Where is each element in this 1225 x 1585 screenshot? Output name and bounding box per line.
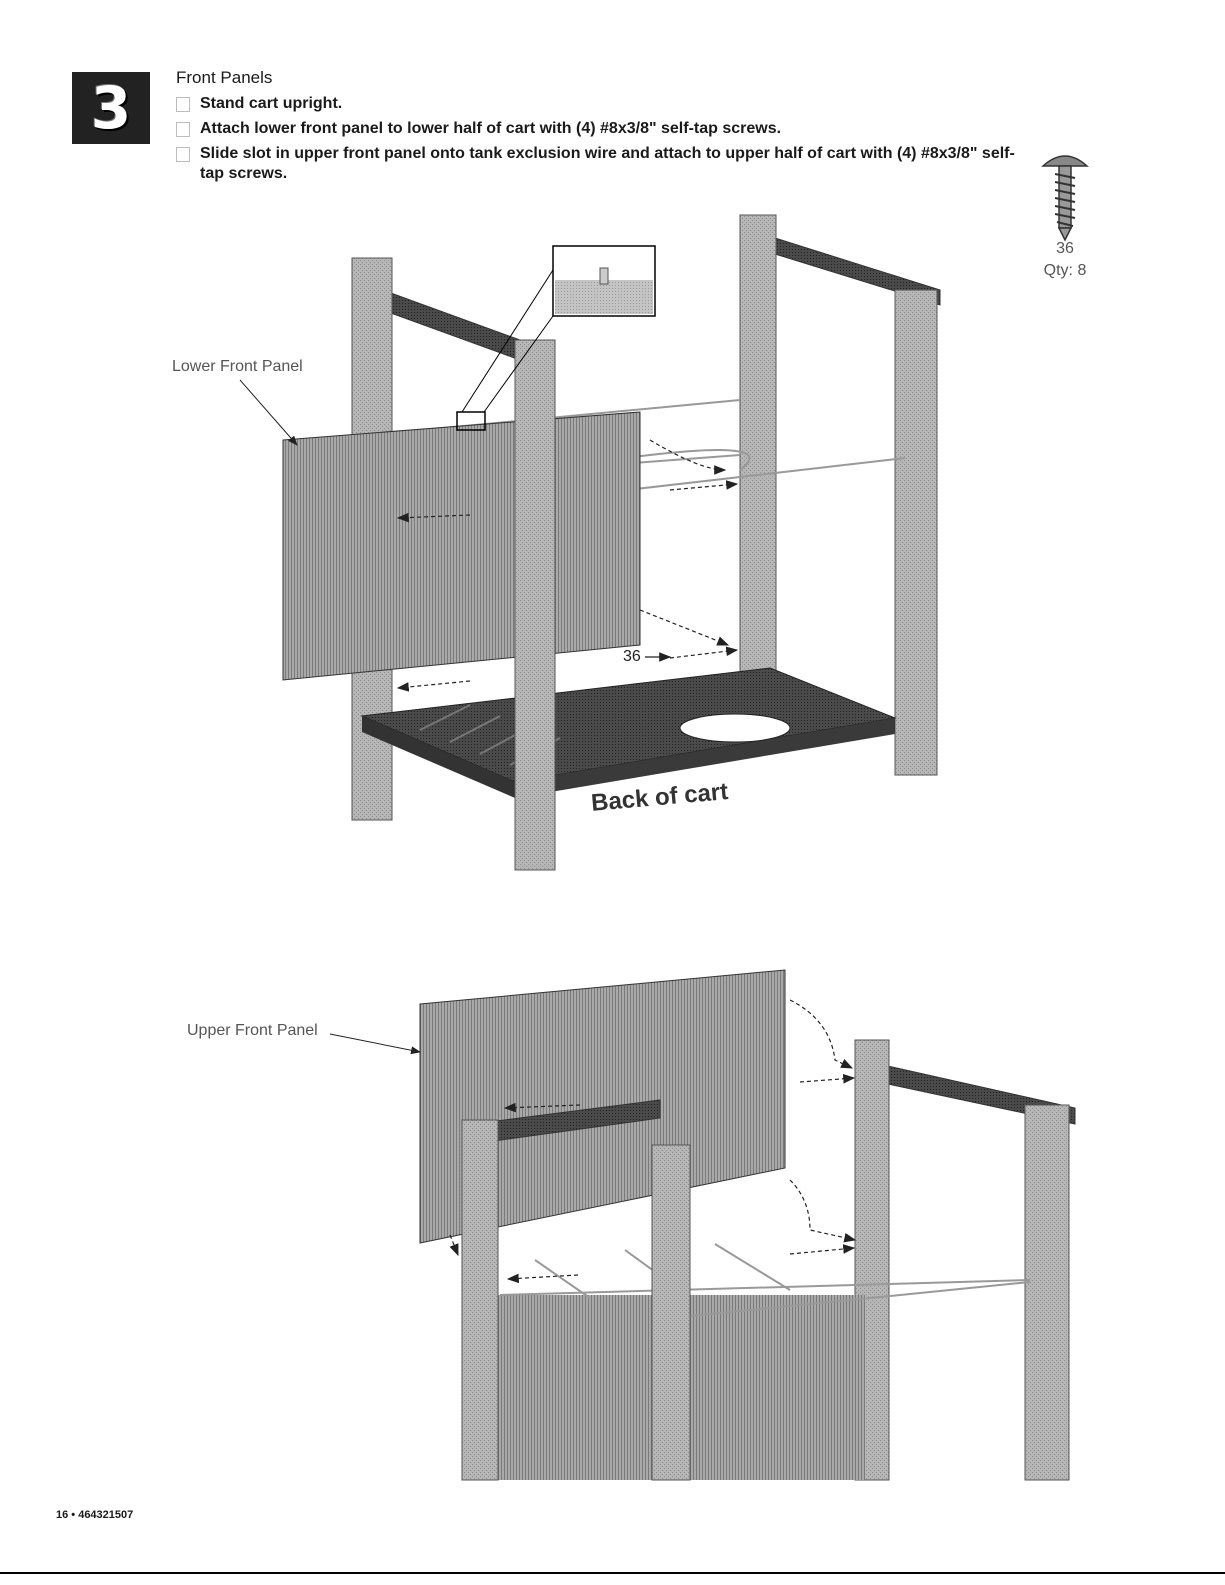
checkbox-icon[interactable]	[176, 122, 190, 137]
bottom-rule	[0, 1572, 1225, 1574]
step-number-badge: 3	[72, 72, 150, 144]
upper-front-panel-label: Upper Front Panel	[187, 1022, 318, 1039]
screw-icon	[1041, 155, 1089, 242]
instruction-list: Stand cart upright. Attach lower front p…	[176, 94, 1036, 184]
part-quantity: Qty: 8	[1043, 262, 1087, 279]
instruction-item: Stand cart upright.	[176, 94, 1036, 114]
figure-lower-panel	[239, 214, 941, 871]
instruction-text: Slide slot in upper front panel onto tan…	[200, 145, 1015, 182]
figure-upper-panel	[329, 969, 1076, 1481]
checkbox-icon[interactable]	[176, 97, 190, 112]
instruction-item: Slide slot in upper front panel onto tan…	[176, 144, 1036, 184]
instruction-header: Front Panels Stand cart upright. Attach …	[176, 68, 1036, 189]
checkbox-icon[interactable]	[176, 147, 190, 162]
instruction-item: Attach lower front panel to lower half o…	[176, 119, 1036, 139]
lower-front-panel-label: Lower Front Panel	[172, 358, 303, 375]
screw-callout-label: 36	[623, 648, 641, 665]
section-title: Front Panels	[176, 68, 273, 87]
part-number: 36	[1056, 240, 1074, 257]
step-number: 3	[90, 74, 132, 142]
instruction-text: Stand cart upright.	[200, 95, 343, 112]
instruction-text: Attach lower front panel to lower half o…	[200, 120, 782, 137]
page-footer: 16 • 464321507	[56, 1509, 134, 1521]
